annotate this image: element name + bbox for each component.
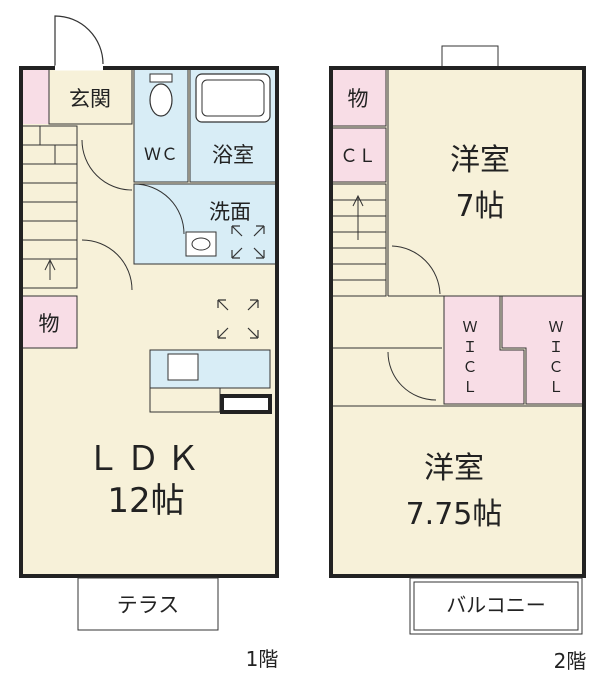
floor-2: 物 ＣＬ 洋室 7帖 Ｗ Ｉ Ｃ Ｌ Ｗ: [329, 45, 587, 673]
hall-door-swing: [81, 239, 133, 291]
wic-a-i: Ｉ: [462, 338, 477, 356]
sink-icon: [185, 231, 217, 257]
toilet-tank-icon: [149, 73, 173, 83]
balcony-label: バルコニー: [446, 593, 546, 617]
wic-b-w: Ｗ: [548, 318, 563, 336]
washing-machine-icon: [231, 225, 265, 259]
ldk-size-label: 12帖: [107, 481, 184, 521]
bath-label: 浴室: [212, 143, 254, 167]
floor2-outer-wall: [329, 66, 586, 578]
toilet-icon: [149, 83, 173, 117]
wic-b-c: Ｃ: [548, 358, 563, 376]
genkan-pink-area: [21, 68, 49, 124]
genkan-room: [48, 67, 133, 125]
wic-a-w: Ｗ: [462, 318, 477, 336]
wc-label: ＷＣ: [144, 145, 178, 165]
kitchen-wall-stub: [220, 394, 272, 414]
floor1-label: 1階: [246, 647, 279, 671]
closet-room: [330, 127, 387, 183]
washroom-door-swing: [133, 183, 185, 235]
room2-door-swing: [387, 351, 437, 401]
floor-1: 玄関 ＷＣ 浴室 洗面: [19, 15, 279, 671]
fridge-icon: [217, 299, 259, 339]
floor2-window-box: [441, 45, 499, 69]
western1-size-label: 7帖: [455, 189, 504, 224]
wic-a-c: Ｃ: [462, 358, 477, 376]
western2-label: 洋室: [424, 451, 484, 486]
western1-label: 洋室: [450, 143, 510, 178]
terrace: [77, 577, 219, 631]
storage-room-1: [20, 295, 78, 349]
bathtub-icon: [195, 73, 271, 123]
entrance-door-swing: [54, 15, 104, 66]
storage-label-1: 物: [39, 312, 60, 336]
wic-b-i: Ｉ: [548, 338, 563, 356]
sink-basin-icon: [191, 237, 211, 251]
closet-label: ＣＬ: [340, 146, 376, 167]
washroom-label: 洗面: [209, 200, 251, 224]
floor2-label: 2階: [554, 649, 587, 673]
terrace-label: テラス: [117, 593, 180, 617]
storage-label-2: 物: [348, 87, 369, 111]
wic-b-l: Ｌ: [548, 378, 563, 396]
room1-door-swing: [391, 245, 441, 295]
bathtub-inner-icon: [201, 79, 265, 117]
western2-size-label: 7.75帖: [406, 497, 503, 532]
ldk-label: ＬＤＫ: [86, 439, 206, 479]
wic-a-l: Ｌ: [462, 378, 477, 396]
balcony: [409, 577, 583, 635]
floor1-outer-wall: [19, 66, 279, 578]
kitchen-sink-icon: [167, 353, 199, 381]
balcony-inner: [413, 581, 579, 631]
genkan-door-swing: [81, 139, 133, 191]
storage-room-2: [330, 67, 387, 127]
wic-room-a: [443, 295, 525, 405]
genkan-label: 玄関: [69, 87, 111, 111]
